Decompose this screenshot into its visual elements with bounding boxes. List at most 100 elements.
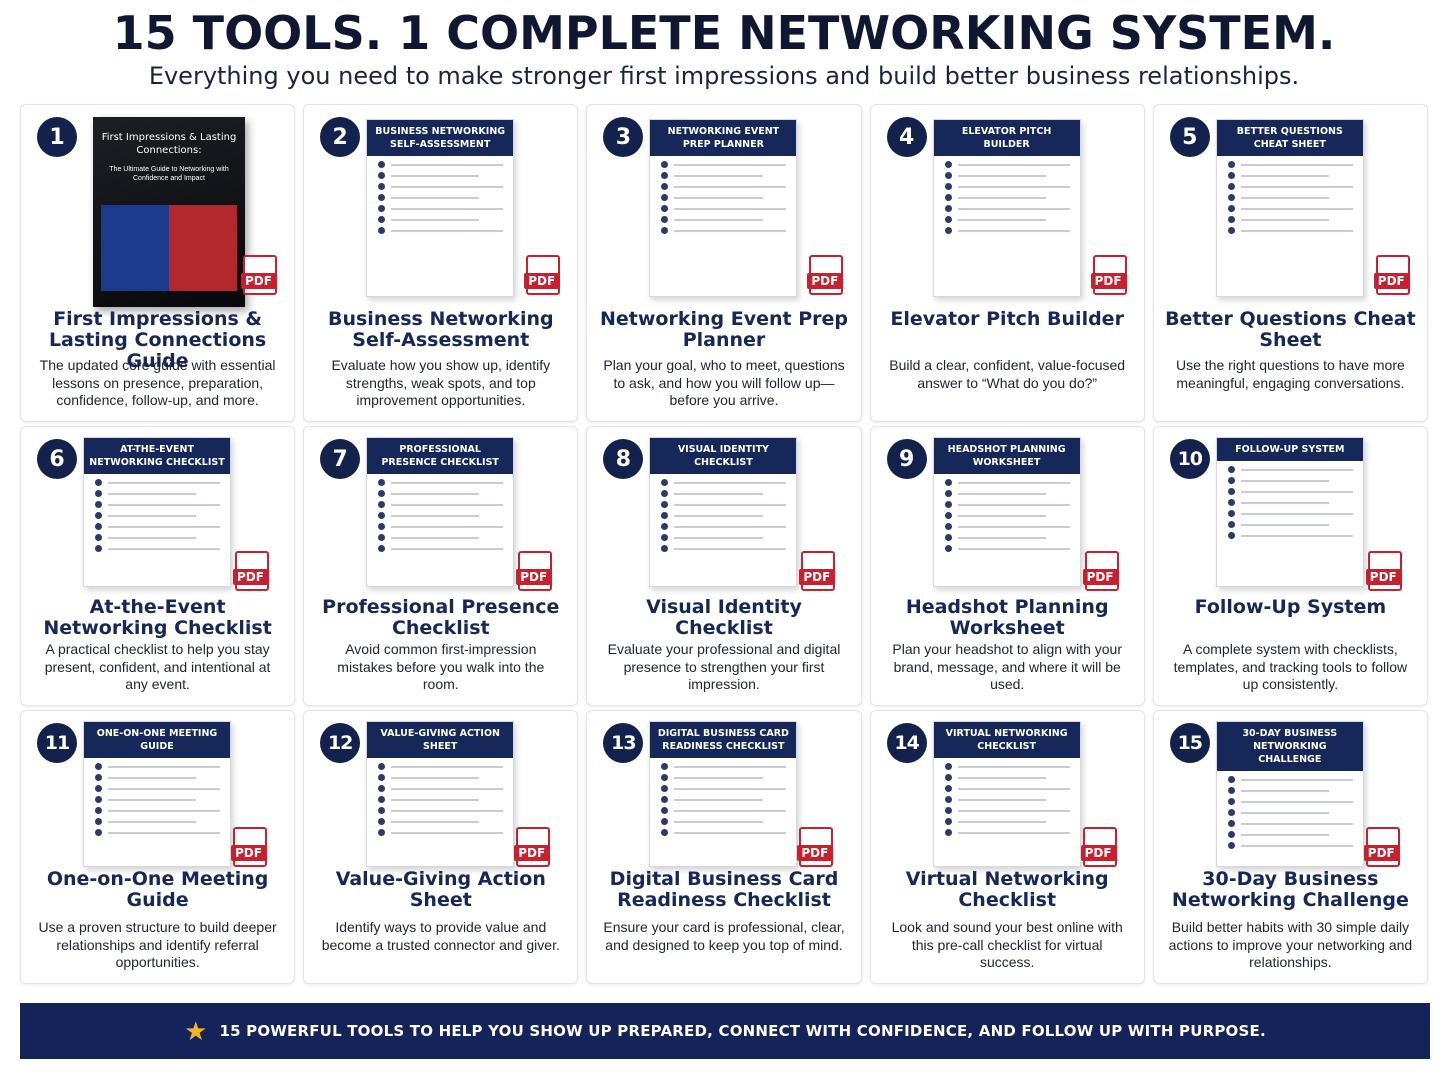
document-preview: BUSINESS NETWORKING SELF-ASSESSMENT [366,119,515,297]
tool-title: Business Networking Self-Assessment [327,308,554,351]
document-preview: DIGITAL BUSINESS CARD READINESS CHECKLIS… [649,721,798,867]
tool-number-badge: 8 [603,439,644,479]
document-preview: AT-THE-EVENT NETWORKING CHECKLIST [83,437,231,587]
tool-title: Digital Business Card Readiness Checklis… [609,868,839,911]
bottom-banner: ★ 15 POWERFUL TOOLS TO HELP YOU SHOW UP … [20,1003,1430,1059]
pdf-label: PDF [807,273,843,289]
pdf-label: PDF [241,273,276,289]
tool-description: Plan your goal, who to meet, questions t… [603,357,845,408]
pdf-icon: PDF [1365,551,1402,591]
cover-title: First Impressions & Lasting Connections: [101,132,237,156]
tool-description: Look and sound your best online with thi… [891,919,1123,970]
tool-number-badge: 2 [320,117,361,157]
tool-title: Virtual Networking Checklist [905,868,1109,911]
pdf-label: PDF [1080,845,1116,861]
document-preview: NETWORKING EVENT PREP PLANNER [649,119,798,297]
tool-description: A complete system with checklists, templ… [1173,641,1408,692]
tool-description: Use the right questions to have more mea… [1176,357,1405,391]
tool-number-badge: 7 [320,439,361,479]
document-header: AT-THE-EVENT NETWORKING CHECKLIST [84,438,230,474]
document-header: VIRTUAL NETWORKING CHECKLIST [933,722,1080,758]
document-header: BUSINESS NETWORKING SELF-ASSESSMENT [367,120,514,156]
tool-number-badge: 3 [603,117,644,157]
document-lines [934,156,1080,249]
document-header: HEADSHOT PLANNING WORKSHEET [933,438,1080,474]
pdf-icon: PDF [1080,827,1117,867]
tool-description: Avoid common first-impression mistakes b… [337,641,545,692]
pdf-label: PDF [514,845,550,861]
tool-number-badge: 9 [886,439,927,479]
pdf-icon: PDF [799,551,836,591]
tool-title: Elevator Pitch Builder [890,308,1124,330]
tool-description: Ensure your card is professional, clear,… [603,919,845,953]
tool-description: Use a proven structure to build deeper r… [38,919,277,970]
handshake-illustration [101,205,237,291]
pdf-label: PDF [1082,569,1118,585]
tool-description: Build better habits with 30 simple daily… [1168,919,1413,970]
pdf-icon: PDF [1082,551,1119,591]
document-preview: VISUAL IDENTITY CHECKLIST [649,437,798,587]
tool-title: 30-Day Business Networking Challenge [1171,868,1409,911]
pdf-label: PDF [233,569,268,585]
tool-number-badge: 13 [603,723,644,763]
pdf-label: PDF [1363,845,1399,861]
pdf-label: PDF [1090,273,1126,289]
tool-number-badge: 15 [1169,723,1210,763]
tool-number-badge: 6 [37,439,77,479]
tool-number-badge: 14 [886,723,927,763]
document-lines [934,758,1080,851]
pdf-icon: PDF [516,551,553,591]
pdf-icon: PDF [1090,255,1127,295]
document-header: FOLLOW-UP SYSTEM [1216,438,1363,461]
tool-number-badge: 4 [886,117,927,157]
document-header: VISUAL IDENTITY CHECKLIST [650,438,797,474]
tool-description: Identify ways to provide value and becom… [321,919,560,953]
banner-text: 15 POWERFUL TOOLS TO HELP YOU SHOW UP PR… [219,1022,1266,1040]
document-preview: VIRTUAL NETWORKING CHECKLIST [932,721,1081,867]
document-header: ONE-ON-ONE MEETING GUIDE [84,722,230,758]
tool-number-badge: 10 [1169,439,1210,479]
pdf-label: PDF [516,569,552,585]
document-header: VALUE-GIVING ACTION SHEET [367,722,514,758]
page-headline: 15 TOOLS. 1 COMPLETE NETWORKING SYSTEM. [112,6,1336,60]
tool-description: Build a clear, confident, value-focused … [889,357,1126,391]
pdf-label: PDF [231,845,266,861]
document-lines [650,156,796,249]
document-preview: ELEVATOR PITCH BUILDER [932,119,1081,297]
document-header: 30-DAY BUSINESS NETWORKING CHALLENGE [1216,722,1363,771]
document-lines [84,474,230,567]
pdf-label: PDF [524,273,560,289]
document-preview: VALUE-GIVING ACTION SHEET [366,721,515,867]
pdf-icon: PDF [231,827,267,867]
document-header: PROFESSIONAL PRESENCE CHECKLIST [367,438,514,474]
tool-title: Value-Giving Action Sheet [335,868,546,911]
tool-description: A practical checklist to help you stay p… [44,641,271,692]
document-lines [1217,461,1363,554]
document-header: ELEVATOR PITCH BUILDER [933,120,1080,156]
document-preview: FOLLOW-UP SYSTEM [1215,437,1364,587]
guide-book-cover: First Impressions & Lasting Connections:… [93,117,245,307]
pdf-label: PDF [1373,273,1409,289]
document-lines [367,474,513,567]
document-preview: PROFESSIONAL PRESENCE CHECKLIST [366,437,515,587]
document-lines [650,474,796,567]
pdf-icon: PDF [807,255,844,295]
page-subheadline: Everything you need to make stronger fir… [148,62,1300,90]
document-header: BETTER QUESTIONS CHEAT SHEET [1216,120,1363,156]
